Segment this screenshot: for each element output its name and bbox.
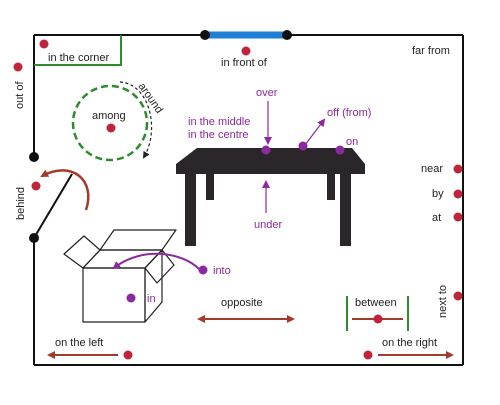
in-dot <box>126 293 136 303</box>
label-by: by <box>432 188 444 200</box>
label-far-from: far from <box>412 45 450 57</box>
off-arrow <box>304 118 326 146</box>
into-arrow <box>112 252 200 270</box>
label-between: between <box>355 297 397 309</box>
label-around: around <box>136 81 165 116</box>
on-the-right-dot <box>363 350 373 360</box>
label-out-of: out of <box>14 81 26 109</box>
top-door <box>200 30 292 40</box>
table <box>176 148 365 246</box>
in-the-middle-dot <box>261 145 271 155</box>
label-under: under <box>254 219 282 231</box>
next-to-dot <box>453 291 463 301</box>
label-at: at <box>432 212 441 224</box>
label-in: in <box>147 293 156 305</box>
label-behind: behind <box>15 187 27 220</box>
label-in-the-centre: in the centre <box>188 129 249 141</box>
side-door <box>29 152 73 243</box>
by-dot <box>453 189 463 199</box>
label-next-to: next to <box>437 285 449 318</box>
label-on-the-right: on the right <box>382 337 437 349</box>
at-dot <box>453 212 463 222</box>
in-front-of-dot <box>241 46 251 56</box>
box <box>63 229 177 323</box>
label-in-the-corner: in the corner <box>48 52 109 64</box>
label-on-the-left: on the left <box>55 337 103 349</box>
label-opposite: opposite <box>221 297 263 309</box>
label-among: among <box>92 110 126 122</box>
label-over: over <box>256 87 278 99</box>
label-off-from: off (from) <box>327 107 371 119</box>
room-walls <box>33 34 464 366</box>
off-dot <box>298 141 308 151</box>
between-dot <box>373 314 383 324</box>
out-of-dot <box>13 62 23 72</box>
near-dot <box>453 164 463 174</box>
into-dot <box>198 265 208 275</box>
among-circle <box>71 84 149 162</box>
among-dot <box>106 123 116 133</box>
label-in-the-middle: in the middle <box>188 116 250 128</box>
label-near: near <box>421 163 443 175</box>
on-dot <box>335 145 345 155</box>
corner-box <box>34 35 122 66</box>
corner-dot <box>39 39 49 49</box>
label-into: into <box>213 265 231 277</box>
behind-dot <box>31 181 41 191</box>
label-in-front-of: in front of <box>221 57 268 69</box>
on-the-left-dot <box>123 350 133 360</box>
door-swing-arrow <box>40 169 90 211</box>
label-on: on <box>346 136 358 148</box>
